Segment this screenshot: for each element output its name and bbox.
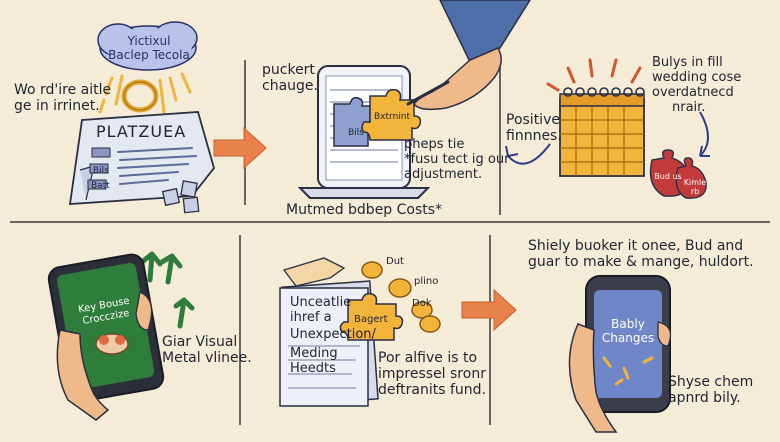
panel5-caption-line-1: Por alfive is to: [378, 350, 478, 366]
document-line-1: Unceatlie: [290, 295, 352, 310]
screen-tag: Bils: [348, 128, 364, 138]
panel4-caption: Giar Visual Metal vlinee.: [162, 334, 252, 366]
dice-icon: [161, 180, 200, 214]
calendar-icon: [559, 87, 645, 177]
document-title: PLATZUEA: [96, 122, 187, 141]
smartphone-icon-2: [585, 275, 671, 413]
coin-label-2: plino: [414, 276, 439, 287]
panel3-top-line-4: nrair.: [672, 99, 706, 115]
sparkle-lines: [546, 58, 642, 92]
panel6-top-line-1: Shiely buoker it onee, Bud and: [528, 238, 744, 254]
panel2-caption: Mutmed bdbep Costs*: [286, 202, 443, 218]
panel5-caption-line-2: impressel sronr: [378, 366, 486, 383]
document-tag-1: Bils: [93, 166, 109, 176]
puzzle-label: Bxtrnint: [374, 112, 411, 122]
cloud-icon: [97, 21, 198, 71]
panel2-right-caption: pheps tie *fusu tect ig our adjustment.: [404, 137, 510, 183]
document-tag-2: Batt: [91, 181, 110, 191]
money-bag-icon: [649, 149, 707, 199]
panel2-top-caption: puckert chauge.: [262, 62, 318, 94]
panel2-top-line-1: puckert: [262, 62, 315, 78]
money-bag-label-2: Kimle rb: [683, 178, 707, 196]
panel3-top-line-2: wedding cose: [652, 69, 742, 85]
panel6-bottom-caption: Shyse chem apnrd bily.: [668, 374, 753, 406]
puzzle-piece-gold: [361, 88, 422, 141]
panel2-right-line-1: pheps tie: [404, 137, 465, 152]
ring-icon: [121, 79, 159, 113]
panel1-caption: Wo rd'ire aitle ge in irrinet.: [14, 82, 111, 114]
paper-document: [68, 111, 215, 205]
document-text: Unceatlie ihref a Unexpection/ Meding He…: [290, 295, 376, 377]
panel1-caption-line-2: ge in irrinet.: [14, 98, 100, 115]
banknote-icon: [282, 257, 346, 287]
cloud-line-1: Yictixul: [127, 34, 171, 48]
coin-icons: [361, 261, 441, 333]
growth-arrows: [139, 251, 195, 329]
phone-screen-text-2: Bably Changes: [596, 317, 660, 346]
panel2-right-line-3: adjustment.: [404, 166, 483, 182]
coin-label-1: Dut: [386, 256, 404, 267]
gold-rain-lines: [98, 72, 192, 114]
panel5-caption: Por alfive is to impressel sronr deftran…: [378, 350, 486, 398]
document-line-3: Unexpection/: [290, 326, 376, 342]
curved-arrow-right: [699, 111, 710, 157]
cloud-label: Yictixul Baclep Tecola: [102, 34, 196, 63]
panel4-caption-line-2: Metal vlinee.: [162, 350, 252, 367]
hand-holding-phone: [56, 291, 153, 421]
panel3-top-line-3: overdatnecd: [652, 84, 734, 100]
panel2-top-line-2: chauge.: [262, 78, 318, 95]
panel-dividers: [10, 60, 770, 425]
panel3-left-caption: Positive finnnes.: [506, 112, 562, 144]
panel6-bottom-line-2: apnrd bily.: [668, 390, 741, 407]
cloud-line-2: Baclep Tecola: [108, 48, 190, 63]
panel3-left-line-2: finnnes.: [506, 128, 562, 145]
hand-holding-phone-2: [568, 321, 672, 433]
hand-with-pen: [406, 0, 531, 111]
panel4-caption-line-1: Giar Visual: [162, 334, 238, 350]
panel2-right-line-2: *fusu tect ig our: [404, 151, 510, 167]
document-line-4: Meding: [290, 345, 338, 361]
panel6-top-line-2: guar to make & mange, huldort.: [528, 254, 754, 271]
puzzle-piece-gold-2: [339, 292, 404, 341]
money-bag-label-1: Bud us: [654, 172, 682, 181]
curved-arrow-left: [505, 143, 551, 165]
panel1-caption-line-1: Wo rd'ire aitle: [14, 82, 112, 98]
arrow-2: [461, 288, 517, 332]
phone-screen-2-line-1: Bably: [611, 317, 645, 331]
panel6-bottom-line-1: Shyse chem: [668, 374, 754, 390]
arrow-1: [213, 126, 267, 170]
panel6-top-caption: Shiely buoker it onee, Bud and guar to m…: [528, 238, 754, 270]
panel3-top-line-1: Bulys in fill: [652, 55, 723, 70]
panel3-top-caption: Bulys in fill wedding cose overdatnecd n…: [652, 55, 742, 116]
document-line-5: Heedts: [290, 360, 336, 376]
panel3-left-line-1: Positive: [506, 112, 560, 128]
phone-screen-2-line-2: Changes: [601, 330, 655, 345]
panel5-caption-line-3: deftranits fund.: [378, 382, 487, 399]
puzzle-label-2: Bagert: [354, 314, 388, 325]
coin-label-3: Dok: [412, 298, 432, 309]
document-line-2: ihref a: [290, 309, 332, 325]
